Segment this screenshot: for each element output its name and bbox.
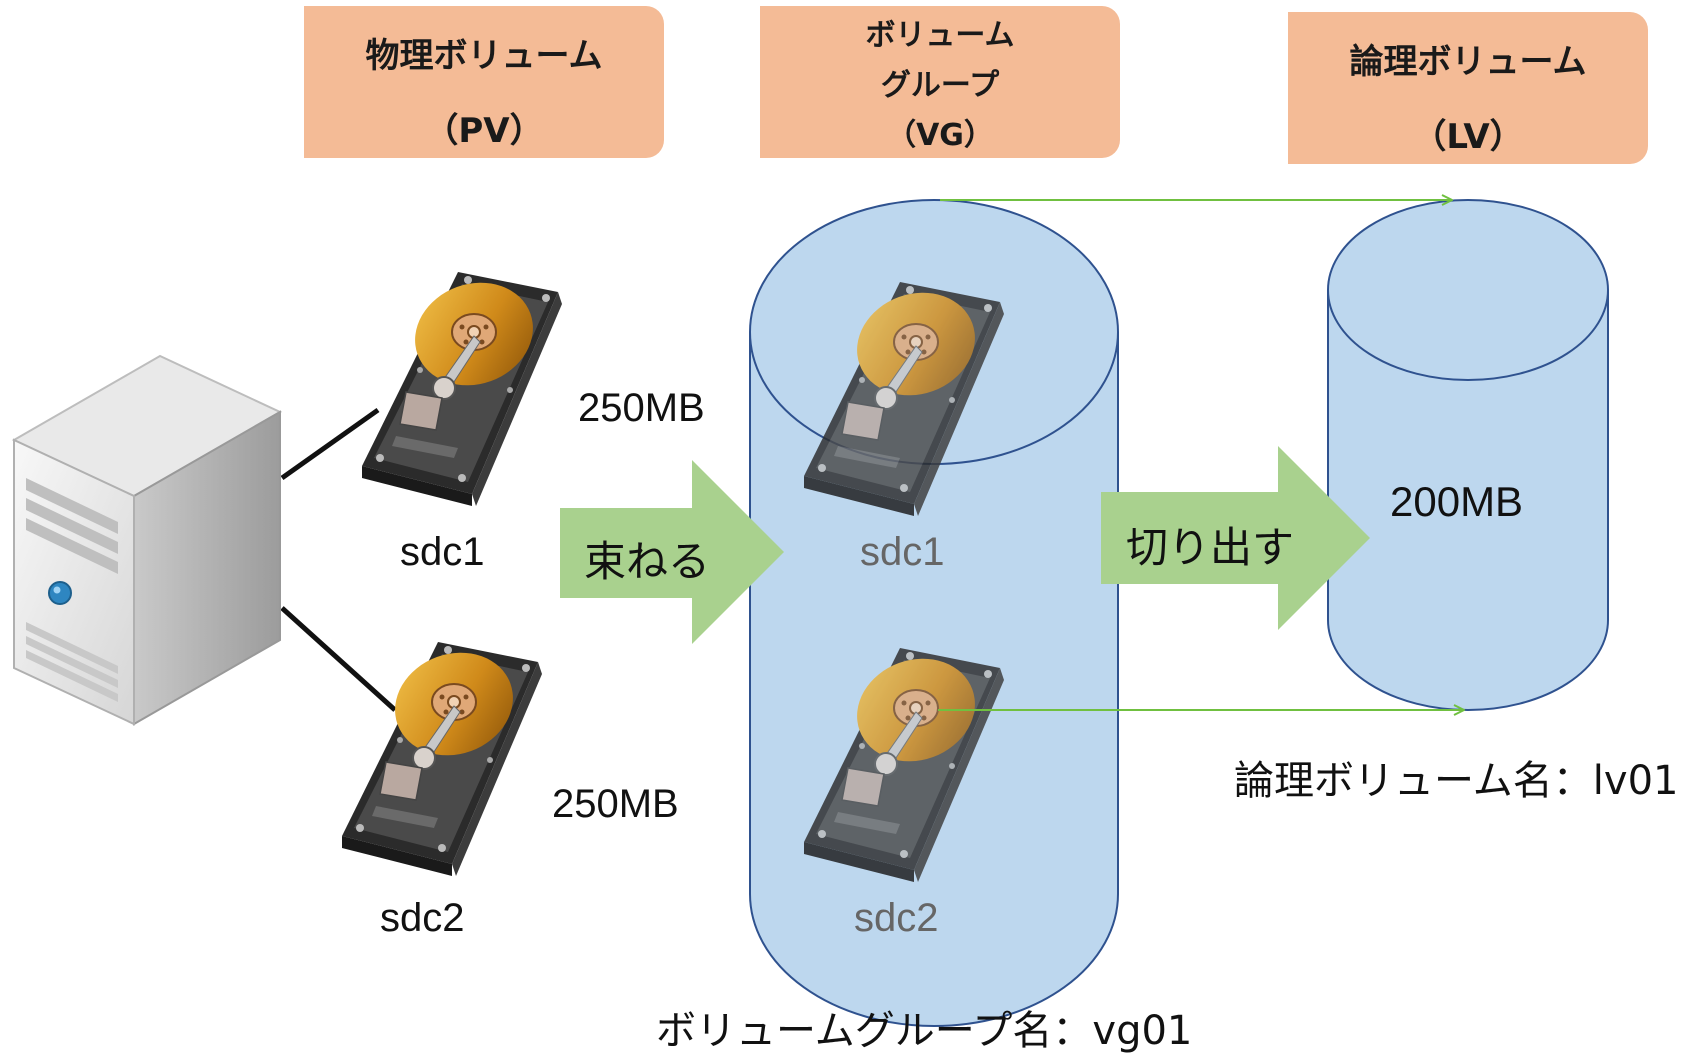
bundle-label: 束ねる [584,537,711,586]
pv-disk-name: sdc2 [380,896,465,940]
vg-name-label: ボリュームグループ名：vg01 [656,1008,1193,1054]
vg-disk-name: sdc1 [860,530,945,574]
lv-header: 論理ボリューム （LV） [1288,12,1648,164]
pv-disk-size: 250MB [552,782,679,826]
vg-disk-name: sdc2 [854,896,939,940]
hard-disk-icon [361,265,563,507]
pv-disk-size: 250MB [578,386,705,430]
lv-header-title: 論理ボリューム [1349,42,1587,82]
bundle-arrow [560,460,784,644]
lv-name-label: 論理ボリューム名：lv01 [1234,758,1679,804]
lv-size: 200MB [1390,478,1524,525]
pv-header-abbr: （PV） [424,111,544,151]
vg-header-title-1: ボリューム [865,18,1015,53]
vg-header: ボリューム グループ （VG） [760,6,1120,158]
vg-header-abbr: （VG） [886,118,994,153]
logical-volume-cylinder [1327,199,1609,711]
lv-header-abbr: （LV） [1412,117,1524,157]
server-link-line-1 [280,407,380,481]
vg-header-title-2: グループ [880,68,1000,103]
hard-disk-icon [341,635,543,877]
carve-label: 切り出す [1126,523,1295,572]
pv-header-title: 物理ボリューム [365,36,603,76]
pv-header: 物理ボリューム （PV） [304,6,664,158]
carve-arrow [1101,446,1370,630]
server-link-line-2 [280,606,397,712]
pv-disk-name: sdc1 [400,530,485,574]
server-icon [11,354,283,726]
